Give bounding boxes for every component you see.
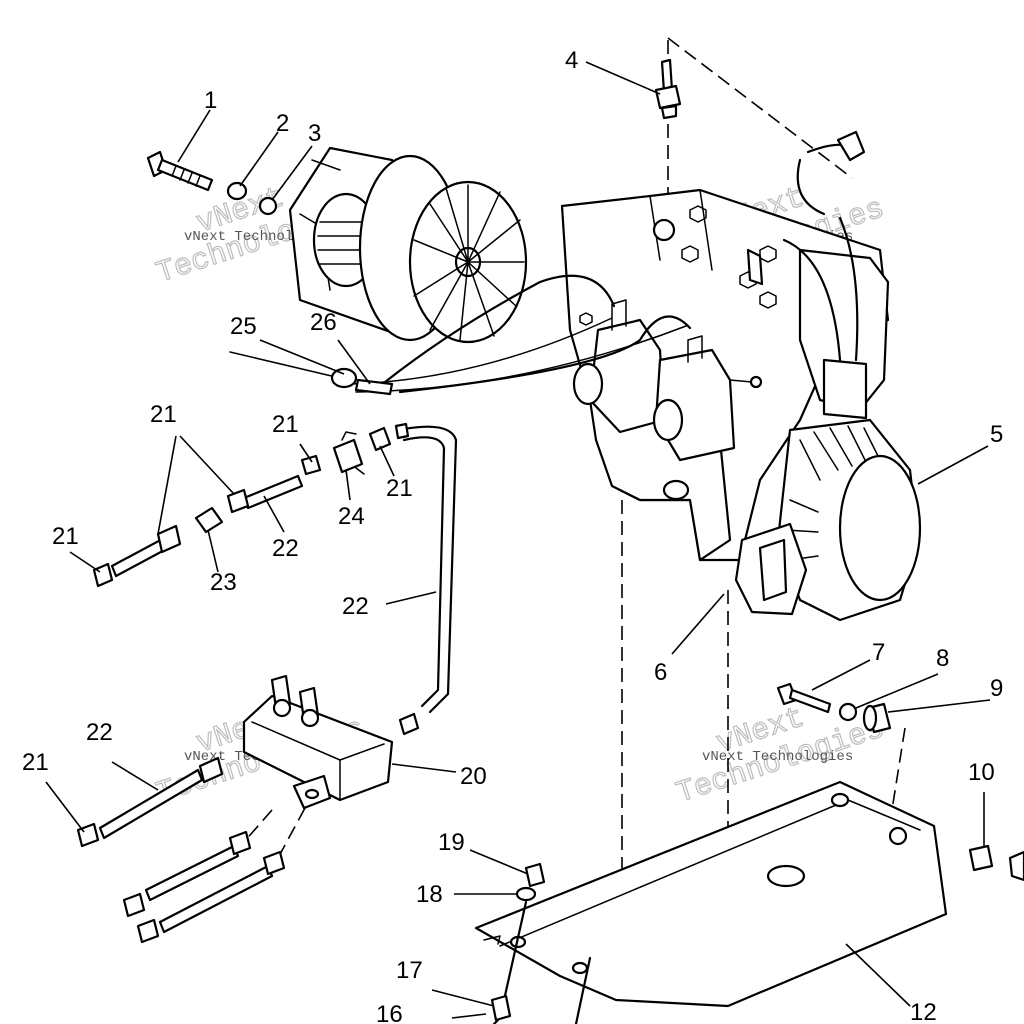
hose-lower-b (158, 864, 274, 934)
callout-22: 22 (86, 719, 113, 746)
callout-21: 21 (22, 749, 49, 776)
callout-18: 18 (416, 881, 443, 908)
spark-plug (654, 58, 682, 120)
fuel-lines (92, 422, 458, 714)
callout-5: 5 (990, 421, 1003, 448)
cylinder-head-boss (652, 218, 676, 242)
spark-plug-wire (782, 130, 866, 362)
hose-lower-a (144, 844, 240, 902)
fuel-line-22-short (242, 474, 304, 510)
callout-10: 10 (968, 759, 995, 786)
cable-25 (229, 351, 341, 379)
washer-18 (515, 886, 537, 902)
callout-1: 1 (204, 87, 217, 114)
callout-26: 26 (310, 309, 337, 336)
cable-clamp-25 (330, 367, 358, 389)
callout-25: 25 (230, 313, 257, 340)
washer-8 (838, 702, 858, 722)
cable-sleeve-26 (354, 378, 394, 396)
control-cables (229, 274, 692, 396)
fuel-pump-body (242, 694, 394, 802)
callout-21: 21 (386, 475, 413, 502)
callout-19: 19 (438, 829, 465, 856)
callout-24: 24 (338, 503, 365, 530)
callout-23: 23 (210, 569, 237, 596)
callout-2: 2 (276, 110, 289, 137)
callout-4: 4 (565, 47, 578, 74)
bolt-7-shank (788, 688, 832, 714)
ignition-coil (822, 358, 868, 420)
watermark-small: vNext Technologies (702, 749, 853, 765)
fuel-pump (242, 674, 420, 810)
spark-plug-cap (836, 130, 866, 162)
callout-labels: 1 2 3 4 5 6 7 8 9 10 12 16 17 18 19 20 2… (22, 47, 1003, 1024)
nut-19 (524, 862, 546, 888)
lower-fuel-hoses (76, 756, 286, 944)
mount-17 (490, 994, 512, 1022)
callout-21: 21 (272, 411, 299, 438)
starter-fins (785, 425, 881, 561)
callout-3: 3 (308, 120, 321, 147)
washer-3 (258, 196, 278, 216)
callout-7: 7 (872, 639, 885, 666)
bushing-10 (968, 844, 994, 872)
clutch-bolt (146, 150, 214, 192)
callout-22: 22 (342, 593, 369, 620)
mount-plate (474, 780, 948, 1008)
fuel-line-22-long (396, 425, 458, 714)
callout-21: 21 (52, 523, 79, 550)
callout-20: 20 (460, 763, 487, 790)
callout-16: 16 (376, 1001, 403, 1024)
head-bolts (579, 205, 777, 326)
callout-8: 8 (936, 645, 949, 672)
hose-line-b (277, 807, 306, 859)
callout-9: 9 (990, 675, 1003, 702)
pulse-fitting-23 (194, 506, 224, 534)
spark-plug-axis-line (667, 37, 853, 179)
leader-lines (45, 61, 991, 1019)
hose-clamp (368, 426, 392, 452)
washer-2 (226, 181, 248, 201)
fuel-filter-24 (332, 438, 364, 474)
carburetors (572, 299, 763, 462)
fuel-line-22-lower (98, 768, 204, 840)
spark-plug-installed (746, 248, 764, 286)
drive-clutch (288, 146, 528, 344)
callout-17: 17 (396, 957, 423, 984)
callout-22: 22 (272, 535, 299, 562)
clutch-spokes (413, 184, 525, 341)
mount-hardware (776, 682, 1024, 882)
plate-hole (766, 864, 806, 888)
callout-6: 6 (654, 659, 667, 686)
starter-cover (838, 454, 922, 602)
hose-line-a (243, 809, 273, 843)
engine-mount-plate (474, 780, 948, 1008)
callout-12: 12 (910, 999, 937, 1024)
callout-21: 21 (150, 401, 177, 428)
